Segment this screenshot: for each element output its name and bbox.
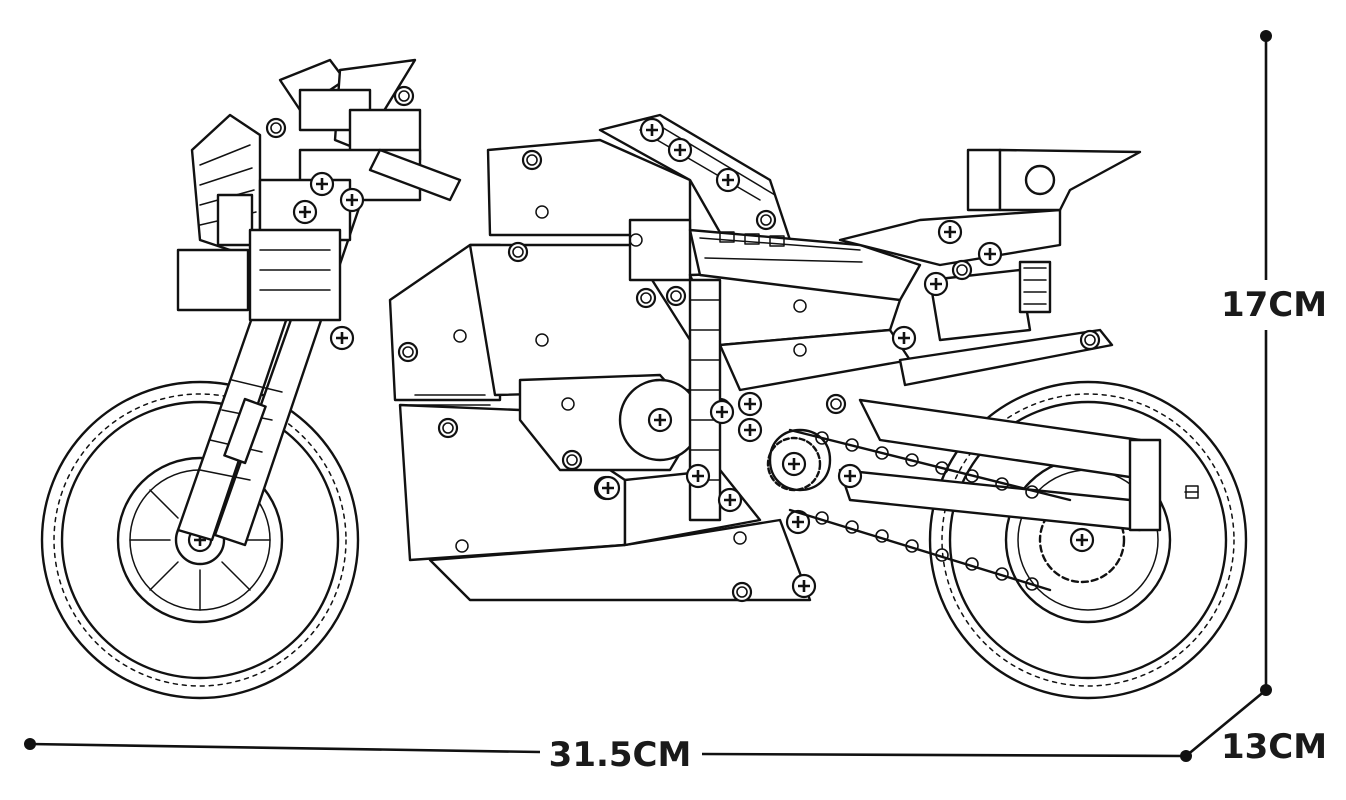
fuel-tank (486, 113, 792, 252)
tail-pin-icon (977, 241, 1003, 267)
rear-tire-outer (928, 380, 1248, 700)
tail-pin-icon (923, 271, 949, 297)
frame-pin-icon (737, 417, 763, 443)
engine-pin-icon (647, 407, 673, 433)
tail-pin-icon (937, 219, 963, 245)
headlight-pin-icon (292, 199, 318, 225)
front-wheel (40, 380, 360, 700)
tail-hole-icon (951, 259, 973, 281)
fork-pin-icon (329, 325, 355, 351)
rear-tire-tread (941, 393, 1235, 687)
front-rim (116, 456, 284, 624)
engine-hole-icon (437, 417, 459, 439)
height-endpoint-top (1260, 30, 1272, 42)
frame-pin-icon (595, 475, 621, 501)
frame-pin-icon (709, 399, 735, 425)
headlight-pin-icon (309, 171, 335, 197)
tank-hole-icon (755, 209, 777, 231)
length-endpoint-left (24, 738, 36, 750)
front-tire-outer (40, 380, 360, 700)
front-headlight-assembly (176, 58, 462, 322)
dimension-length: 31.5CM (24, 735, 1187, 775)
headlight-hole-icon (265, 117, 287, 139)
tank-pin-icon (639, 117, 665, 143)
length-label: 31.5CM (549, 735, 692, 775)
frame-hole-icon (635, 287, 657, 309)
frame-pin-icon (717, 487, 743, 513)
front-sprocket-icon (781, 451, 807, 477)
length-line-left (29, 742, 541, 754)
engine-pin-icon (791, 573, 817, 599)
tank-pin-icon (715, 167, 741, 193)
swingarm-pin-icon (837, 463, 863, 489)
tail-hole-icon (825, 393, 847, 415)
frame-pin-icon (737, 391, 763, 417)
rear-tire-inner (948, 400, 1228, 680)
engine-hole-icon (731, 581, 753, 603)
height-label: 17CM (1221, 285, 1327, 325)
dimension-height: 17CM (1221, 30, 1327, 696)
tail-hole-icon (1079, 329, 1101, 351)
fairing-hole-icon (507, 241, 529, 263)
frame-connectors (595, 278, 763, 522)
frame-hole-icon (665, 285, 687, 307)
tank-pin-icon (667, 137, 693, 163)
engine-hole-icon (561, 449, 583, 471)
headlight-pin-icon (339, 187, 365, 213)
headlight-hole-icon (393, 85, 415, 107)
length-line-right (701, 752, 1187, 758)
swingarm (837, 398, 1199, 532)
width-label: 13CM (1221, 727, 1327, 767)
dimension-width: 13CM (1180, 688, 1327, 767)
rear-axle-icon (1069, 527, 1095, 553)
tail-pin-icon (891, 325, 917, 351)
fairing-hole-icon (397, 341, 419, 363)
rear-sprocket (1038, 496, 1126, 584)
width-line (1185, 688, 1267, 758)
front-tire-inner (60, 400, 340, 680)
engine-block (398, 373, 817, 603)
side-fairing (388, 218, 692, 402)
frame-pin-icon (685, 463, 711, 489)
rear-tail-section (688, 148, 1142, 415)
tank-hole-icon (521, 149, 543, 171)
rear-wheel (928, 380, 1248, 700)
front-tire-tread (53, 393, 347, 687)
drive-chain (766, 428, 1072, 592)
